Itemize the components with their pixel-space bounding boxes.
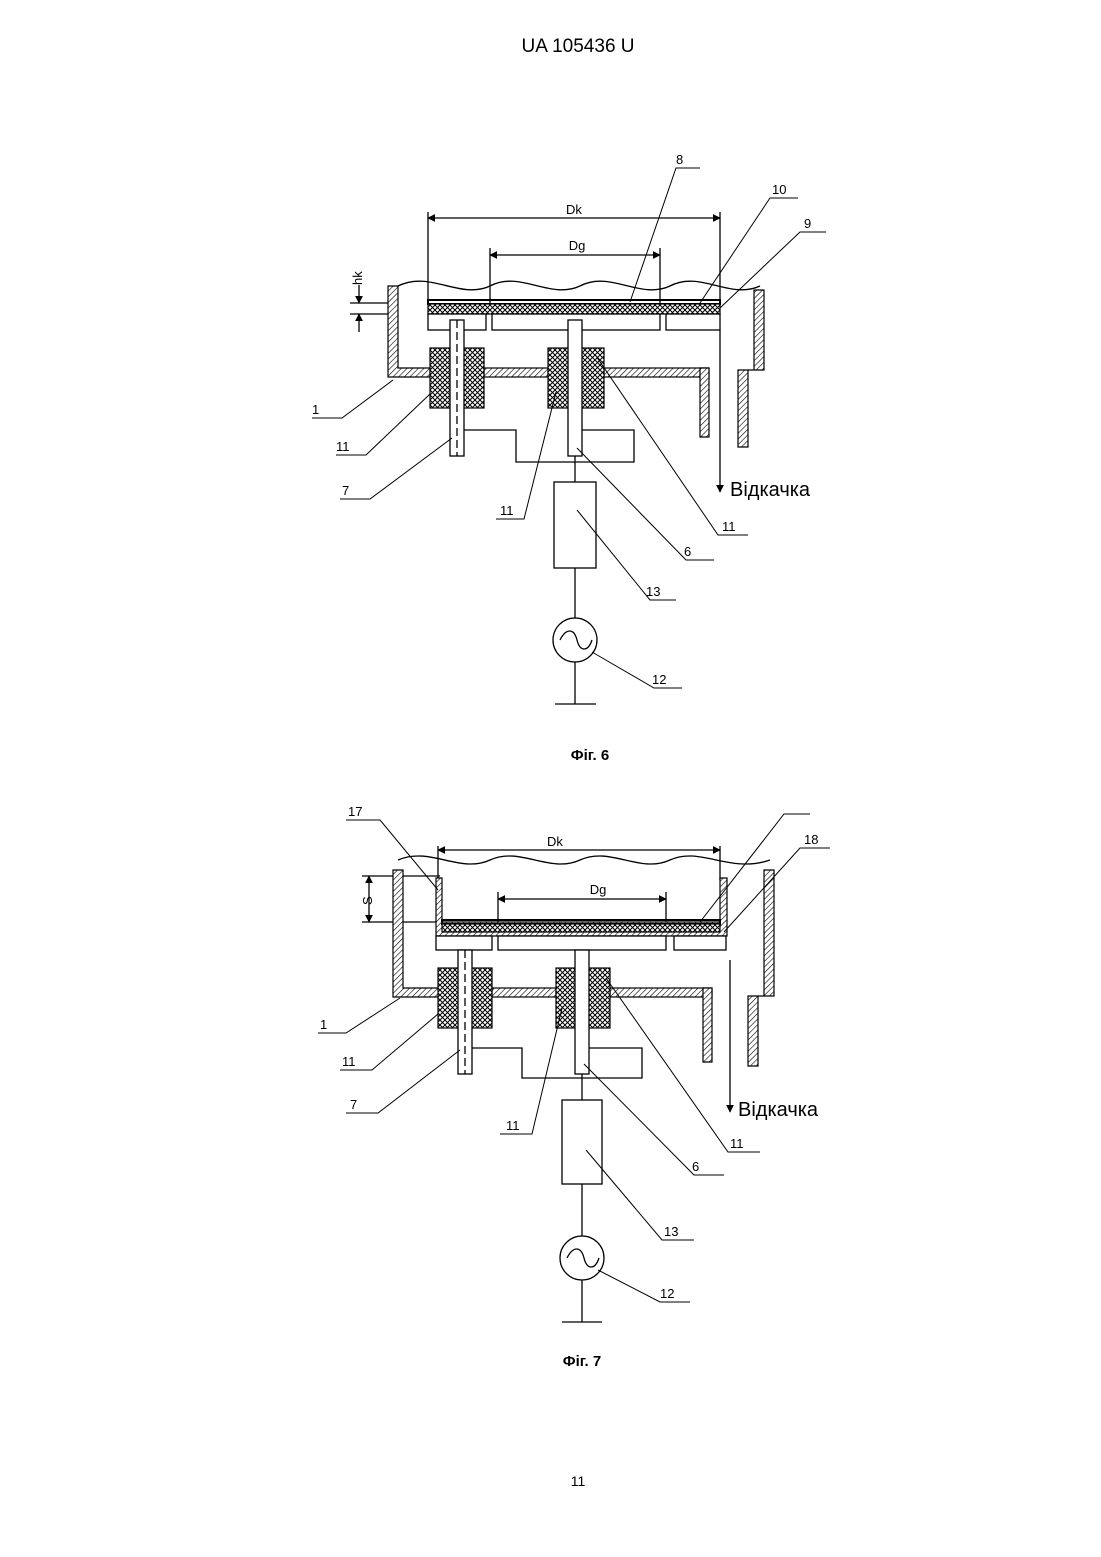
fig6-callout-12: 12	[652, 672, 666, 687]
fig6-chamber-right-wall	[738, 290, 764, 447]
fig7-chamber-floor-1	[492, 988, 556, 997]
fig7-bus-bar	[472, 1048, 642, 1078]
fig7-callout-12: 12	[660, 1286, 674, 1301]
page-number: 11	[571, 1473, 586, 1489]
fig7-callout-17: 17	[348, 804, 362, 819]
fig6-callout-11-a: 11	[336, 439, 350, 454]
fig6-caption: Фіг. 6	[571, 747, 609, 764]
fig6-callout-10: 10	[772, 182, 786, 197]
fig6-dg-label: Dg	[569, 238, 586, 253]
fig7-callout-13: 13	[664, 1224, 678, 1239]
fig6-callout-1: 1	[312, 402, 319, 417]
fig7-callout-11-b: 11	[506, 1118, 520, 1133]
fig7-callout-1: 1	[320, 1017, 327, 1032]
fig6-rf-generator-icon	[553, 618, 597, 662]
fig6-callout-6: 6	[684, 544, 691, 559]
fig6-hk-label: hk	[350, 271, 365, 285]
fig6-electrode-right	[666, 314, 720, 330]
fig7-callout-11-c: 11	[730, 1136, 744, 1151]
fig6-feedthrough-6	[568, 320, 582, 456]
fig7-caption: Фіг. 7	[563, 1353, 601, 1370]
fig7-pump-label: Відкачка	[738, 1099, 819, 1121]
fig7-rf-generator-icon	[560, 1236, 604, 1280]
fig6-chamber-floor-1	[484, 368, 548, 377]
fig7-matching-network	[562, 1100, 602, 1184]
fig6-bus-bar	[464, 430, 634, 462]
fig7-callout-6: 6	[692, 1159, 699, 1174]
fig6-callout-7: 7	[342, 483, 349, 498]
fig7-chamber-floor-2	[610, 988, 712, 997]
fig6-coating-layer	[428, 304, 720, 314]
fig6-chamber-left-wall	[388, 286, 430, 377]
fig6-target-plate	[428, 300, 720, 304]
fig7-dim-dg: Dg	[498, 882, 666, 922]
fig7-callout-7: 7	[350, 1097, 357, 1112]
fig6-callout-8: 8	[676, 152, 683, 167]
fig6-callout-11-c: 11	[722, 519, 736, 534]
fig7-callout-11-a: 11	[342, 1054, 356, 1069]
fig7-chamber-left-wall	[393, 870, 440, 997]
fig7-coating-layer	[442, 924, 720, 932]
fig6-dim-dg: Dg	[490, 238, 660, 305]
fig6-callout-13: 13	[646, 584, 660, 599]
fig7-electrode-left	[436, 936, 492, 950]
figure-6: Dk Dg hk	[312, 152, 826, 764]
fig7-s-label: S	[360, 896, 375, 905]
fig6-wave-boundary	[398, 281, 760, 290]
patent-number: UA 105436 U	[521, 36, 634, 57]
fig7-electrode-right	[674, 936, 726, 950]
fig6-pump-pipe-left	[700, 368, 709, 437]
fig7-pump-pipe-left	[703, 988, 712, 1062]
fig7-electrode-center	[498, 936, 666, 950]
fig6-chamber-floor-2	[604, 368, 709, 377]
fig6-dk-label: Dk	[566, 202, 582, 217]
fig6-callout-11-b: 11	[500, 503, 514, 518]
fig7-dk-label: Dk	[547, 834, 563, 849]
fig7-wave-boundary	[398, 856, 770, 864]
figure-7: Dk Dg S	[318, 804, 830, 1370]
fig6-callout-9: 9	[804, 216, 811, 231]
fig7-callout-18: 18	[804, 832, 818, 847]
fig7-chamber-right-wall	[748, 870, 774, 1066]
fig7-dg-label: Dg	[590, 882, 607, 897]
fig7-feedthrough-6	[575, 950, 589, 1074]
fig6-pump-label: Відкачка	[730, 479, 811, 501]
